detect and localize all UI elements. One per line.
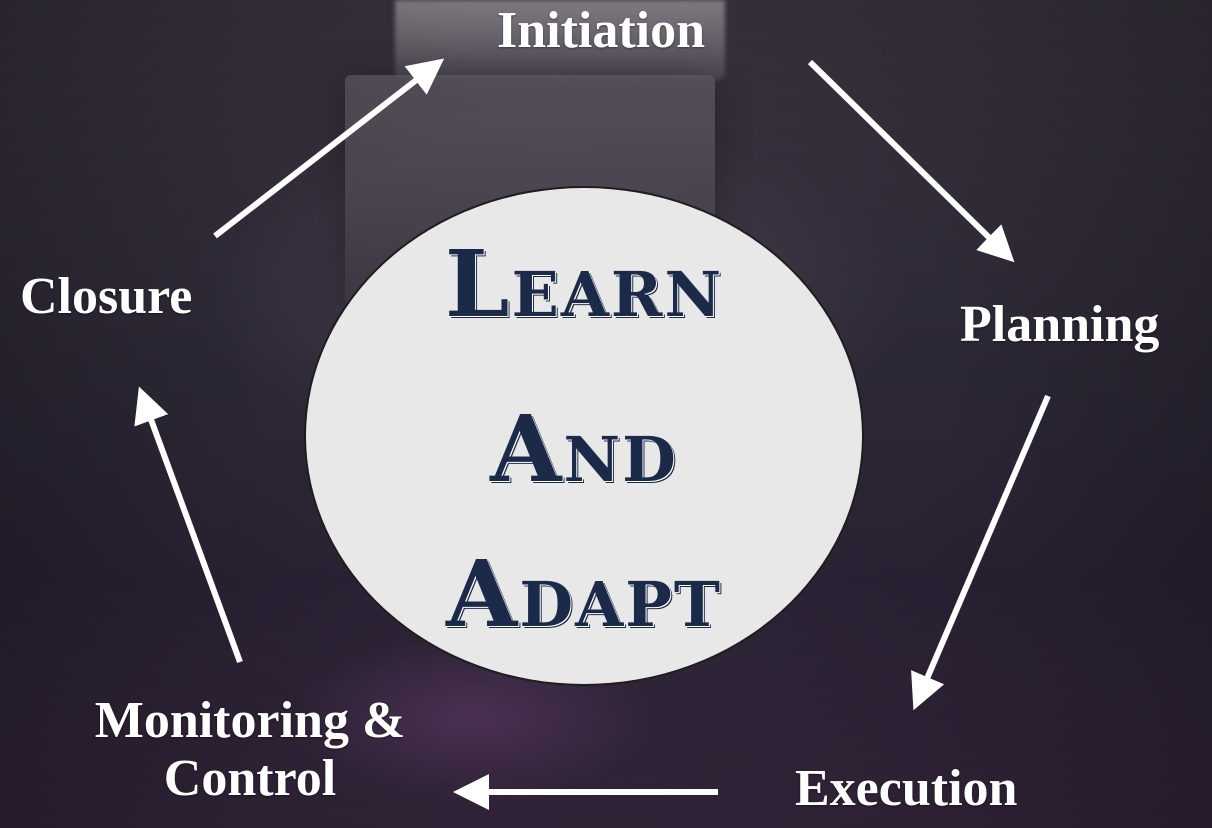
center-word-and-cap: A [490,395,564,503]
stage-label-monitoring-control: Monitoring & Control [50,692,450,808]
stage-label-planning: Planning [960,296,1160,353]
arrow-initiation-to-planning [807,59,1015,263]
center-word-learn: LEARN [304,230,864,338]
center-circle [304,186,864,686]
stage-label-initiation: Initiation [497,2,706,59]
stage-label-monitoring-line2: Control [163,750,337,808]
center-word-adapt-rest: DAPT [519,568,723,641]
center-word-adapt: ADAPT [304,540,864,648]
center-word-and: AND [304,395,864,503]
stage-label-execution: Execution [795,760,1018,817]
center-word-learn-cap: L [444,230,512,338]
arrow-closure-to-initiation [213,58,445,239]
background-light [395,0,725,80]
arrow-planning-to-execution [911,394,1051,711]
center-word-adapt-cap: A [445,540,520,648]
arrow-monitoring-to-closure [134,386,243,664]
stage-label-monitoring-line1: Monitoring & [94,692,406,749]
stage-label-closure: Closure [20,268,193,325]
center-word-learn-rest: EARN [511,258,724,331]
center-word-and-rest: ND [563,423,678,496]
